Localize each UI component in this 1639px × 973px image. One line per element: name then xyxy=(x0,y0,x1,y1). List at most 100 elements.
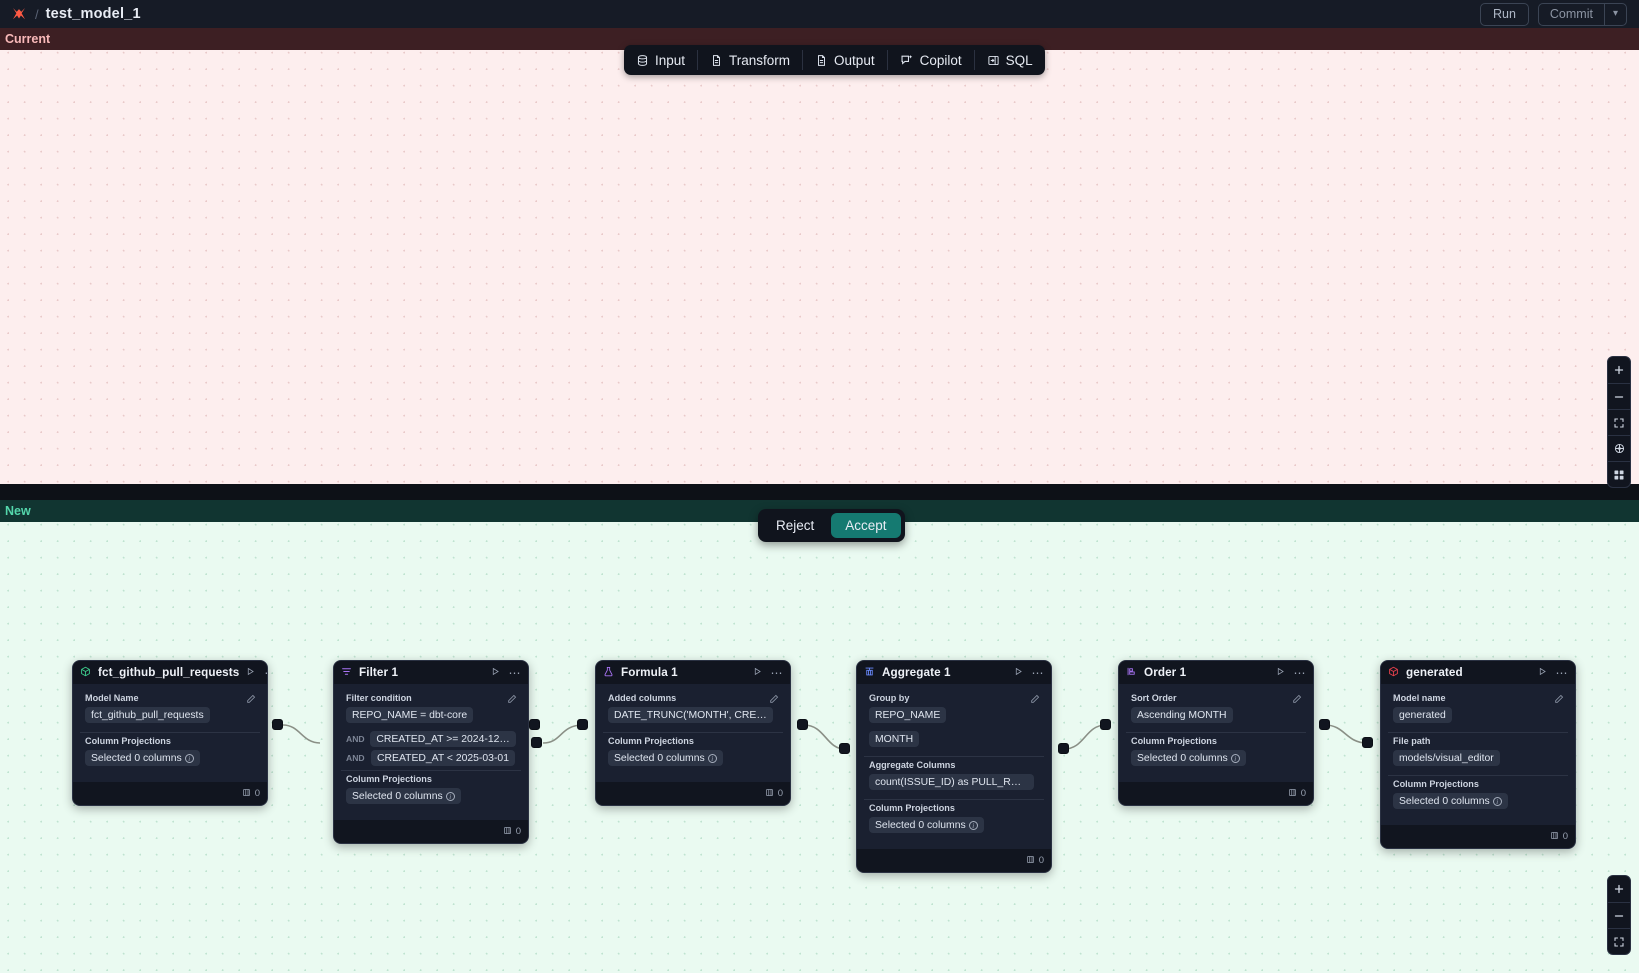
node-aggregate-1[interactable]: Aggregate 1 ⋯ Group by REPO_NAME MONTH A… xyxy=(856,660,1052,873)
value-pill[interactable]: fct_github_pull_requests xyxy=(85,707,210,723)
reject-button[interactable]: Reject xyxy=(776,518,815,533)
port-out-source[interactable] xyxy=(272,719,283,730)
value-pill[interactable]: REPO_NAME xyxy=(869,707,947,723)
tab-input[interactable]: Input xyxy=(624,45,697,75)
order-sort-icon-purple xyxy=(1126,664,1137,682)
info-icon[interactable]: i xyxy=(707,753,717,763)
ellipsis-icon[interactable]: ⋯ xyxy=(1555,665,1568,680)
grid-icon[interactable] xyxy=(1608,461,1630,487)
dbt-x-logo-icon[interactable] xyxy=(8,3,30,25)
commit-button-label[interactable]: Commit xyxy=(1549,6,1593,21)
lock-target-icon[interactable] xyxy=(1608,435,1630,461)
commit-split-button[interactable]: Commit ▾ xyxy=(1537,2,1627,26)
node-formula-1[interactable]: Formula 1 ⋯ Added columns DATE_TRUNC('MO… xyxy=(595,660,791,806)
run-button[interactable]: Run xyxy=(1479,2,1529,26)
play-icon[interactable] xyxy=(1538,667,1547,679)
node-header[interactable]: fct_github_pull_requests ⋯ xyxy=(73,661,267,684)
chevron-down-icon[interactable]: ▾ xyxy=(1612,8,1618,19)
cube-icon-red xyxy=(1388,664,1399,682)
tab-copilot[interactable]: Copilot xyxy=(888,45,974,75)
value-pill[interactable]: DATE_TRUNC('MONTH', CREATED_AT... xyxy=(608,707,773,723)
edit-pencil-icon[interactable] xyxy=(246,691,256,709)
value-pill[interactable]: models/visual_editor xyxy=(1393,750,1500,766)
edit-pencil-icon[interactable] xyxy=(507,691,517,709)
info-icon[interactable]: i xyxy=(184,753,194,763)
edit-pencil-icon[interactable] xyxy=(1292,691,1302,709)
zoom-out-button[interactable] xyxy=(1608,902,1630,928)
port-out-filter[interactable] xyxy=(529,719,540,730)
tab-transform[interactable]: Transform xyxy=(698,45,802,75)
ellipsis-icon[interactable]: ⋯ xyxy=(508,665,521,680)
ellipsis-icon[interactable]: ⋯ xyxy=(264,667,267,679)
section-title: Model Name xyxy=(85,693,139,703)
port-in-filter[interactable] xyxy=(531,737,542,748)
section-group-by: Group by REPO_NAME MONTH xyxy=(864,690,1044,756)
value-pill[interactable]: CREATED_AT >= 2024-12-01 xyxy=(370,731,516,747)
ellipsis-icon[interactable]: ⋯ xyxy=(1031,665,1044,680)
info-icon[interactable]: i xyxy=(968,820,978,830)
node-footer: 0 xyxy=(73,782,267,805)
node-header[interactable]: Filter 1 ⋯ xyxy=(334,661,528,684)
node-footer: 0 xyxy=(334,820,528,843)
canvas-current[interactable] xyxy=(0,28,1639,484)
play-icon[interactable] xyxy=(491,667,500,679)
node-title: Aggregate 1 xyxy=(882,666,951,679)
accept-button[interactable]: Accept xyxy=(831,513,901,538)
play-icon[interactable] xyxy=(753,667,762,679)
row-count: 0 xyxy=(777,787,783,799)
play-icon[interactable] xyxy=(246,667,255,679)
edit-pencil-icon[interactable] xyxy=(1554,691,1564,709)
value-pill[interactable]: generated xyxy=(1393,707,1452,723)
play-icon[interactable] xyxy=(1014,667,1023,679)
value-pill[interactable]: REPO_NAME = dbt-core xyxy=(346,707,474,723)
section-title: Column Projections xyxy=(85,736,171,746)
port-in-formula[interactable] xyxy=(577,719,588,730)
port-in-generated[interactable] xyxy=(1362,737,1373,748)
node-order-1[interactable]: Order 1 ⋯ Sort Order Ascending MONTH Col… xyxy=(1118,660,1314,806)
ellipsis-icon[interactable]: ⋯ xyxy=(1293,665,1306,680)
play-icon[interactable] xyxy=(1276,667,1285,679)
info-icon[interactable]: i xyxy=(445,791,455,801)
node-filter-1[interactable]: Filter 1 ⋯ Filter condition REPO_NAME = … xyxy=(333,660,529,844)
node-header[interactable]: Aggregate 1 ⋯ xyxy=(857,661,1051,684)
zoom-in-button[interactable] xyxy=(1608,357,1630,383)
port-out-formula[interactable] xyxy=(797,719,808,730)
port-out-aggregate[interactable] xyxy=(1058,743,1069,754)
canvas-new[interactable] xyxy=(0,500,1639,973)
value-pill[interactable]: Ascending MONTH xyxy=(1131,707,1233,723)
edit-pencil-icon[interactable] xyxy=(1030,691,1040,709)
port-in-aggregate[interactable] xyxy=(839,743,850,754)
port-in-order[interactable] xyxy=(1100,719,1111,730)
zoom-out-button[interactable] xyxy=(1608,383,1630,409)
ellipsis-icon[interactable]: ⋯ xyxy=(770,665,783,680)
edit-pencil-icon[interactable] xyxy=(769,691,779,709)
zoom-in-button[interactable] xyxy=(1608,876,1630,902)
tab-sql[interactable]: SQL xyxy=(975,45,1045,75)
value-pill[interactable]: count(ISSUE_ID) as PULL_REQUEST_... xyxy=(869,774,1034,790)
node-header[interactable]: Order 1 ⋯ xyxy=(1119,661,1313,684)
fit-view-button[interactable] xyxy=(1608,928,1630,954)
top-bar-actions: Run Commit ▾ xyxy=(1479,2,1631,26)
value-pill[interactable]: CREATED_AT < 2025-03-01 xyxy=(371,750,515,766)
tab-output[interactable]: Output xyxy=(803,45,887,75)
filter-icon-purple xyxy=(341,664,352,682)
section-title: Added columns xyxy=(608,693,677,703)
port-out-order[interactable] xyxy=(1319,719,1330,730)
info-icon[interactable]: i xyxy=(1492,796,1502,806)
info-icon[interactable]: i xyxy=(1230,753,1240,763)
section-title: Column Projections xyxy=(608,736,694,746)
node-header[interactable]: generated ⋯ xyxy=(1381,661,1575,684)
columns-icon xyxy=(765,784,774,802)
value-pill[interactable]: MONTH xyxy=(869,731,920,747)
node-generated[interactable]: generated ⋯ Model name generated File pa… xyxy=(1380,660,1576,849)
fit-view-button[interactable] xyxy=(1608,409,1630,435)
node-header[interactable]: Formula 1 ⋯ xyxy=(596,661,790,684)
node-fct-github-pull-requests[interactable]: fct_github_pull_requests ⋯ Model Name fc… xyxy=(72,660,268,806)
